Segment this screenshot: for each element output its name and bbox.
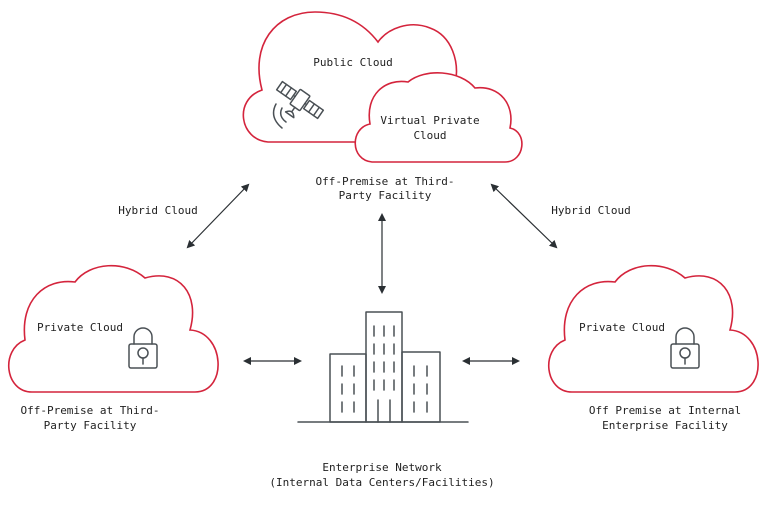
left-location-caption-line1: Off-Premise at Third- <box>20 404 159 417</box>
signal-waves-icon <box>272 103 287 129</box>
private-cloud-right-outline <box>548 264 759 393</box>
private-cloud-right-label: Private Cloud <box>579 321 665 334</box>
virtual-private-cloud-outline <box>354 72 523 163</box>
private-cloud-right: Private Cloud <box>548 264 759 393</box>
satellite-icon <box>275 80 325 120</box>
right-location-caption-line2: Enterprise Facility <box>602 419 728 432</box>
double-arrow-icon <box>186 183 250 249</box>
enterprise-caption-line1: Enterprise Network <box>322 461 442 474</box>
left-location-caption-line2: Party Facility <box>44 419 137 432</box>
public-cloud-label: Public Cloud <box>313 56 392 69</box>
right-location-caption-line1: Off Premise at Internal <box>589 404 741 417</box>
building-icon <box>297 311 469 423</box>
double-arrow-icon <box>490 183 558 249</box>
lock-icon <box>670 327 700 369</box>
private-cloud-left-outline <box>8 264 219 393</box>
private-cloud-left: Private Cloud <box>8 264 219 393</box>
virtual-private-cloud-label-line1: Virtual Private <box>380 114 479 127</box>
right-hybrid-label: Hybrid Cloud <box>551 204 630 217</box>
public-location-caption-line2: Party Facility <box>339 189 432 202</box>
virtual-private-cloud-label-line2: Cloud <box>413 129 446 142</box>
public-location-caption-line1: Off-Premise at Third- <box>315 175 454 188</box>
lock-icon <box>128 327 158 369</box>
private-cloud-left-label: Private Cloud <box>37 321 123 334</box>
left-hybrid-label: Hybrid Cloud <box>118 204 197 217</box>
virtual-private-cloud: Virtual Private Cloud <box>354 72 523 163</box>
enterprise-caption-line2: (Internal Data Centers/Facilities) <box>269 476 494 489</box>
